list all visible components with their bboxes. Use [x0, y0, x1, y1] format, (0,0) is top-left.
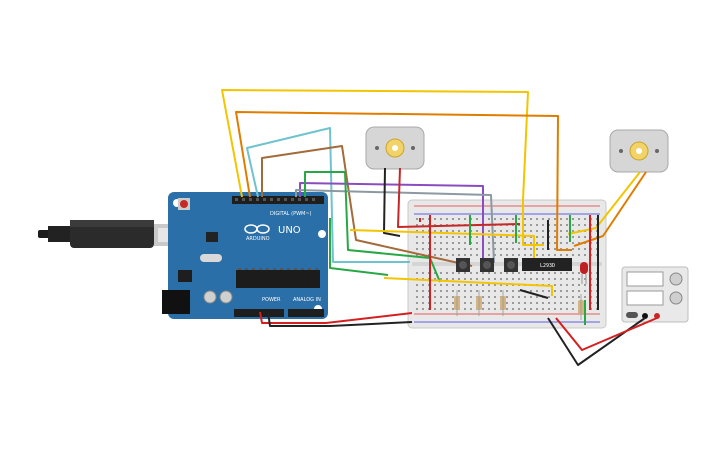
power-label: POWER — [262, 297, 281, 303]
arduino-uno-board: DIGITAL (PWM~) ARDUINO UNO — [162, 192, 328, 319]
brand-label: ARDUINO — [246, 236, 270, 242]
l293d-chip: L293D — [522, 258, 572, 271]
power-jack — [162, 290, 190, 314]
resistors — [454, 290, 584, 320]
power-supply — [621, 266, 689, 323]
analog-label: ANALOG IN — [293, 297, 321, 303]
dc-motor-left — [365, 126, 425, 170]
reset-button-icon — [180, 200, 188, 208]
arduino-logo-icon — [244, 224, 270, 234]
push-buttons — [456, 258, 518, 272]
board-name: UNO — [278, 225, 301, 236]
wires — [221, 89, 658, 366]
chip-label: L293D — [540, 263, 555, 269]
digital-label: DIGITAL (PWM~) — [270, 211, 312, 217]
usb-cable — [38, 220, 188, 248]
dc-motor-right — [609, 129, 669, 173]
atmega-chip — [236, 270, 320, 288]
led — [580, 262, 588, 284]
